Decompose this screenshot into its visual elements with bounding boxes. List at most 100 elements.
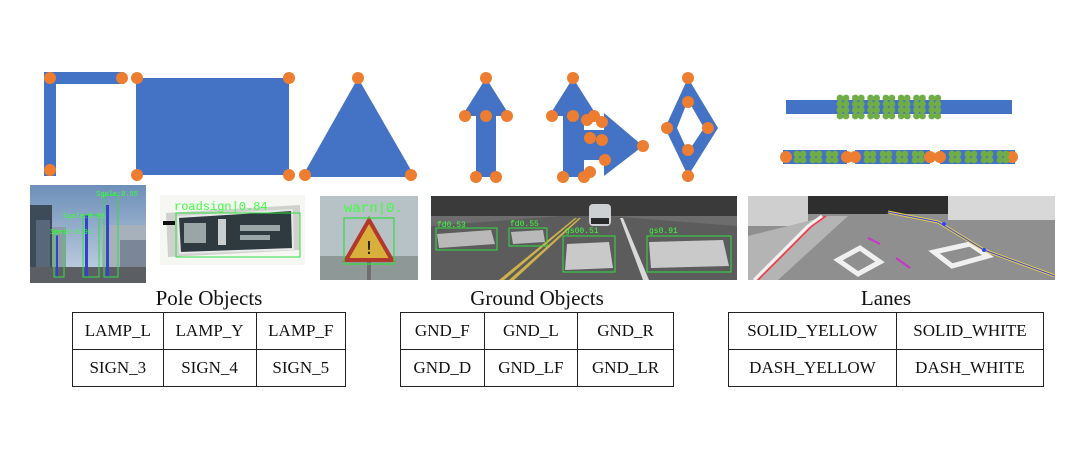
keypoint-marker: [405, 169, 417, 181]
keypoint-marker: [596, 116, 608, 128]
table-cell: GND_R: [577, 312, 674, 350]
table-cell: DASH_WHITE: [895, 349, 1045, 387]
keypoint-marker: [702, 122, 714, 134]
keypoint-marker: [459, 110, 471, 122]
lane-sample-marker: [928, 94, 942, 108]
table-cell: DASH_YELLOW: [728, 349, 897, 387]
table-cell: GND_F: [400, 312, 485, 350]
keypoint-marker: [131, 169, 143, 181]
lane-sample-marker: [895, 150, 909, 164]
table-row: GND_D GND_LF GND_LR: [400, 349, 674, 387]
lane-endpoint-marker: [924, 151, 936, 163]
lane-sample-marker: [980, 150, 994, 164]
table-cell: SIGN_5: [255, 349, 347, 387]
keypoint-marker: [599, 154, 611, 166]
pole-objects-table: LAMP_L LAMP_Y LAMP_F SIGN_3 SIGN_4 SIGN_…: [72, 312, 347, 387]
table-cell: LAMP_Y: [162, 312, 257, 350]
lane-sample-marker: [863, 150, 877, 164]
pole-det-label-3: Sgole:0.91: [50, 229, 92, 237]
keypoint-marker: [490, 171, 502, 183]
keypoint-marker: [299, 169, 311, 181]
pole-det-label-2: Sgole:0.98: [63, 213, 105, 221]
corner-shape: [44, 72, 124, 176]
warning-sign-detection-photo: ! warn|0.: [320, 196, 418, 280]
table-cell: SIGN_4: [162, 349, 257, 387]
keypoint-marker: [470, 171, 482, 183]
roadsign-det-label: roadsign|0.84: [174, 200, 268, 214]
lane-sample-marker: [897, 94, 911, 108]
keypoint-marker: [480, 110, 492, 122]
keypoint-shape-diagrams: [44, 72, 1018, 183]
rectangle-shape: [136, 78, 289, 175]
keypoint-marker: [352, 72, 364, 84]
table-cell: SOLID_WHITE: [895, 312, 1045, 350]
keypoint-marker: [283, 72, 295, 84]
ground-objects-table: GND_F GND_L GND_R GND_D GND_LF GND_LR: [400, 312, 674, 387]
keypoint-marker: [44, 164, 56, 176]
lane-sample-marker: [911, 150, 925, 164]
ground-det-label-4: gs0.91: [649, 227, 678, 236]
lane-sample-marker: [867, 94, 880, 108]
table-cell: GND_L: [483, 312, 579, 350]
keypoint-marker: [637, 140, 649, 152]
lane-sample-marker: [948, 150, 962, 164]
keypoint-marker: [131, 72, 143, 84]
keypoint-marker: [567, 72, 579, 84]
lane-endpoint-marker: [780, 151, 792, 163]
keypoint-marker: [661, 122, 673, 134]
lane-sample-marker: [836, 106, 850, 120]
lane-sample-marker: [964, 150, 978, 164]
lane-sample-marker: [836, 94, 850, 108]
lane-endpoint-marker: [934, 151, 946, 163]
lane-sample-marker: [879, 150, 893, 164]
straight-right-arrow-shape: [549, 78, 643, 177]
lane-sample-marker: [809, 150, 823, 164]
pole-detection-photo: Sgole:0.95 Sgole:0.98 Sgole:0.91: [30, 185, 146, 283]
table-row: GND_F GND_L GND_R: [400, 312, 674, 350]
ground-marking-detection-photo: fd0.53 fd0.55 gs00.51 gs0.91: [431, 196, 737, 280]
ground-objects-title: Ground Objects: [470, 286, 604, 310]
table-cell: SOLID_YELLOW: [728, 312, 897, 350]
ground-det-label-1: fd0.53: [437, 221, 466, 230]
keypoint-marker: [501, 110, 513, 122]
table-cell: LAMP_L: [72, 312, 164, 350]
lane-sample-marker: [851, 94, 865, 108]
keypoint-marker: [584, 166, 596, 178]
keypoint-marker: [283, 169, 295, 181]
keypoint-marker: [682, 144, 694, 156]
lane-sample-marker: [913, 106, 926, 120]
lanes-title: Lanes: [860, 286, 912, 310]
keypoint-marker: [480, 72, 492, 84]
roadsign-detection-photo: roadsign|0.84: [160, 195, 305, 265]
lane-detection-photo: [748, 196, 1055, 280]
lane-sample-marker: [913, 94, 926, 108]
straight-arrow-shape: [462, 78, 510, 177]
lane-sample-marker: [882, 94, 896, 108]
lane-sample-marker: [897, 106, 911, 120]
keypoint-marker: [682, 96, 694, 108]
lane-sample-marker: [851, 106, 865, 120]
ground-det-label-2: fd0.55: [510, 220, 539, 229]
keypoint-marker: [546, 110, 558, 122]
pole-objects-title: Pole Objects: [155, 286, 263, 310]
lanes-table: SOLID_YELLOW SOLID_WHITE DASH_YELLOW DAS…: [728, 312, 1045, 387]
keypoint-marker: [682, 72, 694, 84]
lane-sample-marker: [825, 150, 839, 164]
table-cell: GND_LF: [483, 349, 579, 387]
keypoint-marker: [682, 170, 694, 182]
triangle-shape: [302, 78, 415, 177]
pole-det-label-1: Sgole:0.95: [96, 191, 138, 199]
keypoint-marker: [567, 110, 579, 122]
table-cell: SIGN_3: [72, 349, 164, 387]
svg-text:!: !: [365, 238, 372, 259]
lane-sample-marker: [793, 150, 807, 164]
keypoint-marker: [44, 72, 56, 84]
ground-det-label-3: gs00.51: [565, 227, 599, 236]
keypoint-marker: [557, 171, 569, 183]
table-row: SOLID_YELLOW SOLID_WHITE: [728, 312, 1045, 350]
keypoint-marker: [116, 72, 128, 84]
keypoint-marker: [584, 132, 596, 144]
keypoint-marker: [596, 134, 608, 146]
table-row: SIGN_3 SIGN_4 SIGN_5: [72, 349, 347, 387]
lane-endpoint-marker: [849, 151, 861, 163]
